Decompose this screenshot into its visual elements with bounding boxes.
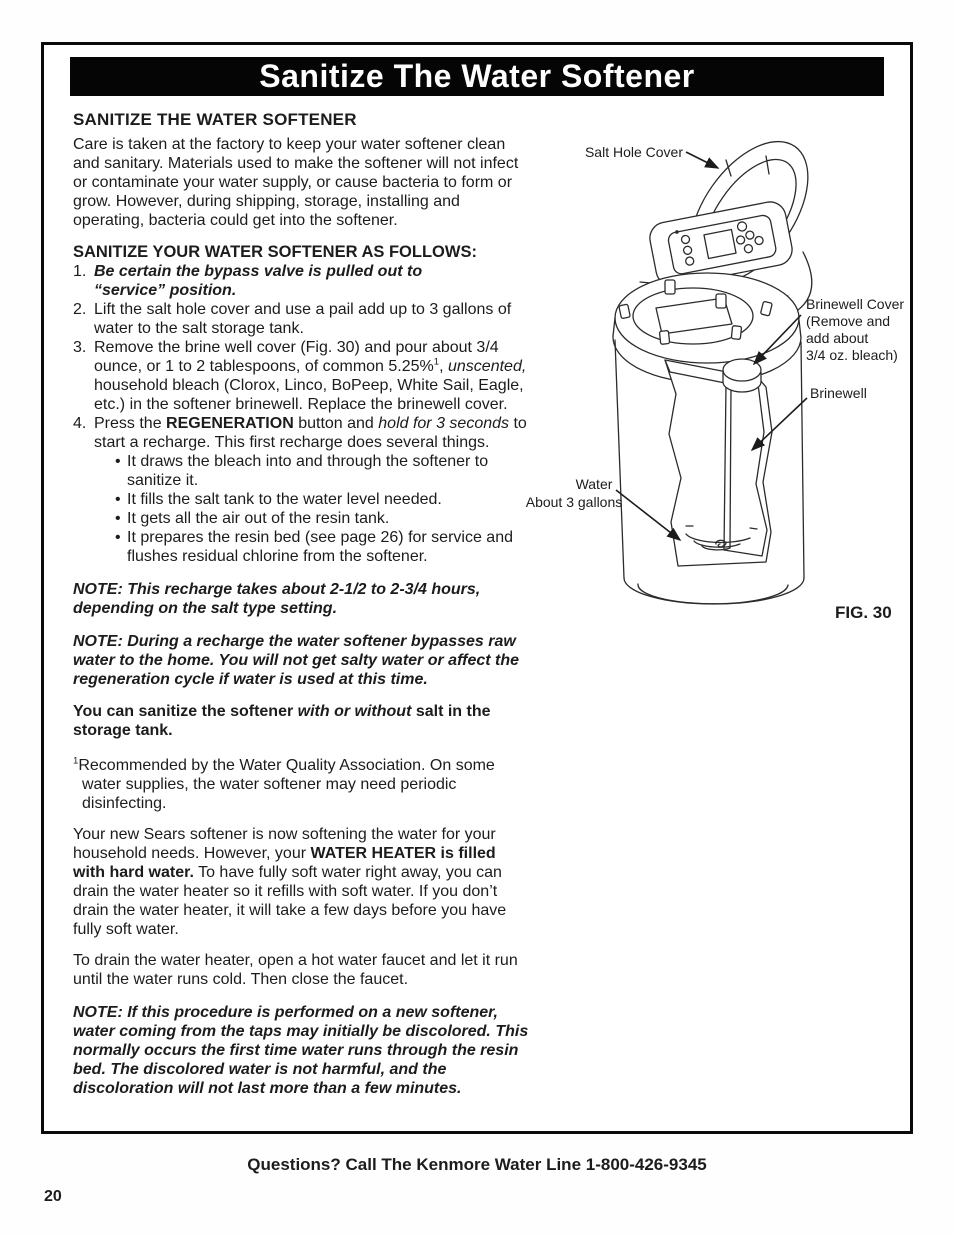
- label-brinewell-cover-line: Brinewell Cover: [806, 296, 904, 312]
- salt-hole-cover-arrow: [685, 151, 720, 169]
- step-number: 2.: [73, 301, 87, 318]
- label-water-line: About 3 gallons: [526, 494, 623, 510]
- bullet-marker: •: [115, 491, 121, 508]
- label-water-line: Water: [576, 476, 613, 492]
- control-console-art: [649, 201, 793, 287]
- bullet-item: • It fills the salt tank to the water le…: [94, 490, 529, 509]
- note-discolored: NOTE: If this procedure is performed on …: [73, 1004, 529, 1097]
- step-text: Be certain the bypass valve is pulled ou…: [94, 263, 423, 299]
- label-salt-hole-cover: Salt Hole Cover: [585, 144, 683, 160]
- note-recharge: NOTE: This recharge takes about 2-1/2 to…: [73, 581, 481, 617]
- bullet-marker: •: [115, 510, 121, 527]
- label-brinewell-cover-line: add about: [806, 330, 868, 346]
- step-4: 4. Press the REGENERATION button and hol…: [73, 414, 529, 566]
- title-bar: Sanitize The Water Softener: [70, 57, 884, 96]
- step-text: Remove the brine well cover (Fig. 30) an…: [94, 339, 527, 413]
- label-brinewell: Brinewell: [810, 385, 867, 401]
- step-number: 1.: [73, 263, 87, 280]
- steps-list: 1. Be certain the bypass valve is pulled…: [73, 262, 529, 566]
- brinewell-cover-arrow: [752, 314, 802, 366]
- bullet-marker: •: [115, 529, 121, 546]
- helpline-text: Questions? Call The Kenmore Water Line 1…: [247, 1155, 707, 1174]
- water-art: [685, 525, 758, 551]
- tank-body-art: [614, 339, 805, 605]
- page-title: Sanitize The Water Softener: [259, 58, 695, 94]
- bullet-text: It draws the bleach into and through the…: [127, 453, 489, 489]
- step-number: 3.: [73, 339, 87, 356]
- bullet-text: It fills the salt tank to the water leve…: [127, 491, 442, 508]
- with-without-paragraph: You can sanitize the softener with or wi…: [73, 703, 491, 739]
- step-text: Press the REGENERATION button and hold f…: [94, 415, 527, 451]
- tank-rim-art: [612, 272, 802, 384]
- bullet-text: It gets all the air out of the resin tan…: [127, 510, 390, 527]
- figure-caption: FIG. 30: [835, 603, 892, 622]
- article-column: SANITIZE THE WATER SOFTENER Care is take…: [73, 108, 529, 1098]
- section-heading: SANITIZE THE WATER SOFTENER: [73, 110, 357, 129]
- step-text: Lift the salt hole cover and use a pail …: [94, 301, 512, 337]
- note-bypass: NOTE: During a recharge the water soften…: [73, 633, 520, 688]
- brinewell-art: [722, 358, 768, 557]
- label-brinewell-cover-line: 3/4 oz. bleach): [806, 347, 898, 363]
- step-number: 4.: [73, 415, 87, 432]
- bullet-marker: •: [115, 453, 121, 470]
- bullet-item: • It gets all the air out of the resin t…: [94, 509, 529, 528]
- water-softener-figure: Salt Hole Cover Brinewell Cover (Remove …: [526, 140, 904, 622]
- bullet-item: • It draws the bleach into and through t…: [94, 452, 529, 490]
- bullet-text: It prepares the resin bed (see page 26) …: [127, 529, 513, 565]
- brinewell-arrow: [750, 397, 808, 452]
- step-2: 2. Lift the salt hole cover and use a pa…: [73, 300, 529, 338]
- bullet-item: • It prepares the resin bed (see page 26…: [94, 528, 529, 566]
- step-1: 1. Be certain the bypass valve is pulled…: [73, 262, 529, 300]
- intro-paragraph: Care is taken at the factory to keep you…: [73, 136, 519, 229]
- footnote: 1Recommended by the Water Quality Associ…: [73, 755, 495, 812]
- drain-paragraph: To drain the water heater, open a hot wa…: [73, 952, 518, 988]
- water-arrow: [615, 489, 682, 541]
- page-number: 20: [44, 1188, 62, 1205]
- label-brinewell-cover-line: (Remove and: [806, 313, 890, 329]
- steps-heading: SANITIZE YOUR WATER SOFTENER AS FOLLOWS:: [73, 243, 477, 261]
- step-3: 3. Remove the brine well cover (Fig. 30)…: [73, 338, 529, 414]
- water-heater-paragraph: Your new Sears softener is now softening…: [73, 826, 507, 938]
- step-4-bullets: • It draws the bleach into and through t…: [94, 452, 529, 566]
